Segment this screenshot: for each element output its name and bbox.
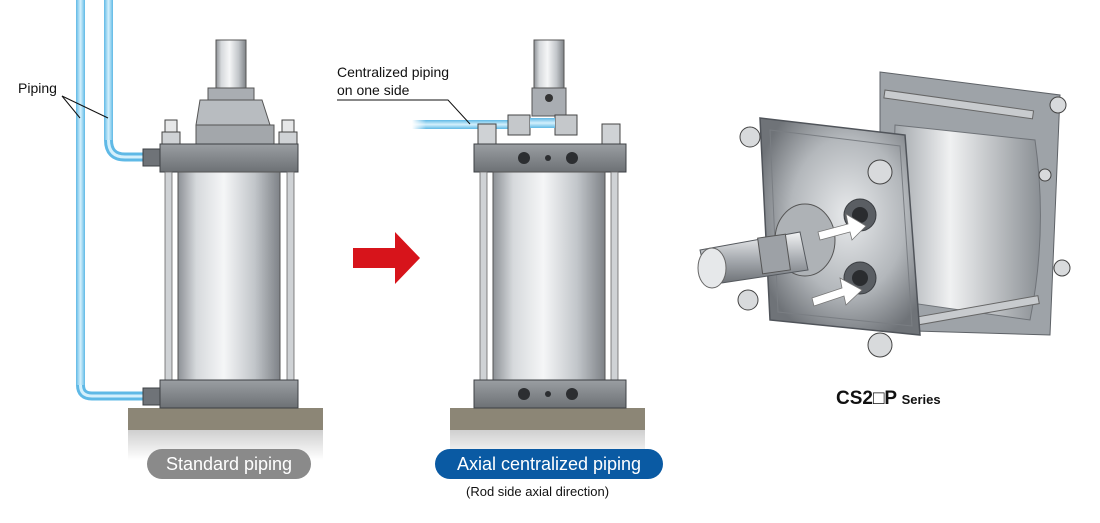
axial-piping-diagram bbox=[412, 39, 645, 460]
axial-cylinder bbox=[473, 39, 627, 409]
product-illustration bbox=[697, 71, 1071, 358]
mounting-base bbox=[128, 408, 323, 430]
axial-centralized-piping-caption: Axial centralized piping bbox=[435, 449, 663, 479]
centralized-piping-label-line2: on one side bbox=[337, 82, 410, 98]
centralized-piping-label-line1: Centralized piping bbox=[337, 64, 450, 80]
product-model: CS2□P bbox=[836, 388, 898, 409]
standard-cylinder bbox=[159, 39, 299, 409]
left-pipe-lower-port bbox=[76, 0, 150, 401]
axial-direction-subcaption: (Rod side axial direction) bbox=[466, 484, 610, 499]
upper-fitting bbox=[142, 148, 162, 167]
piping-label: Piping bbox=[18, 80, 57, 96]
product-series-label: CS2□P Series bbox=[836, 388, 941, 410]
series-word: Series bbox=[901, 392, 941, 407]
standard-piping-diagram bbox=[76, 0, 323, 460]
standard-piping-caption: Standard piping bbox=[147, 449, 311, 479]
mounting-base-axial bbox=[450, 408, 645, 430]
left-pipe-upper-port bbox=[104, 0, 150, 162]
piping-callout-lines bbox=[61, 95, 109, 119]
right-arrow-icon bbox=[353, 232, 420, 284]
centralized-callout-line bbox=[337, 99, 471, 125]
lower-fitting bbox=[142, 387, 162, 406]
